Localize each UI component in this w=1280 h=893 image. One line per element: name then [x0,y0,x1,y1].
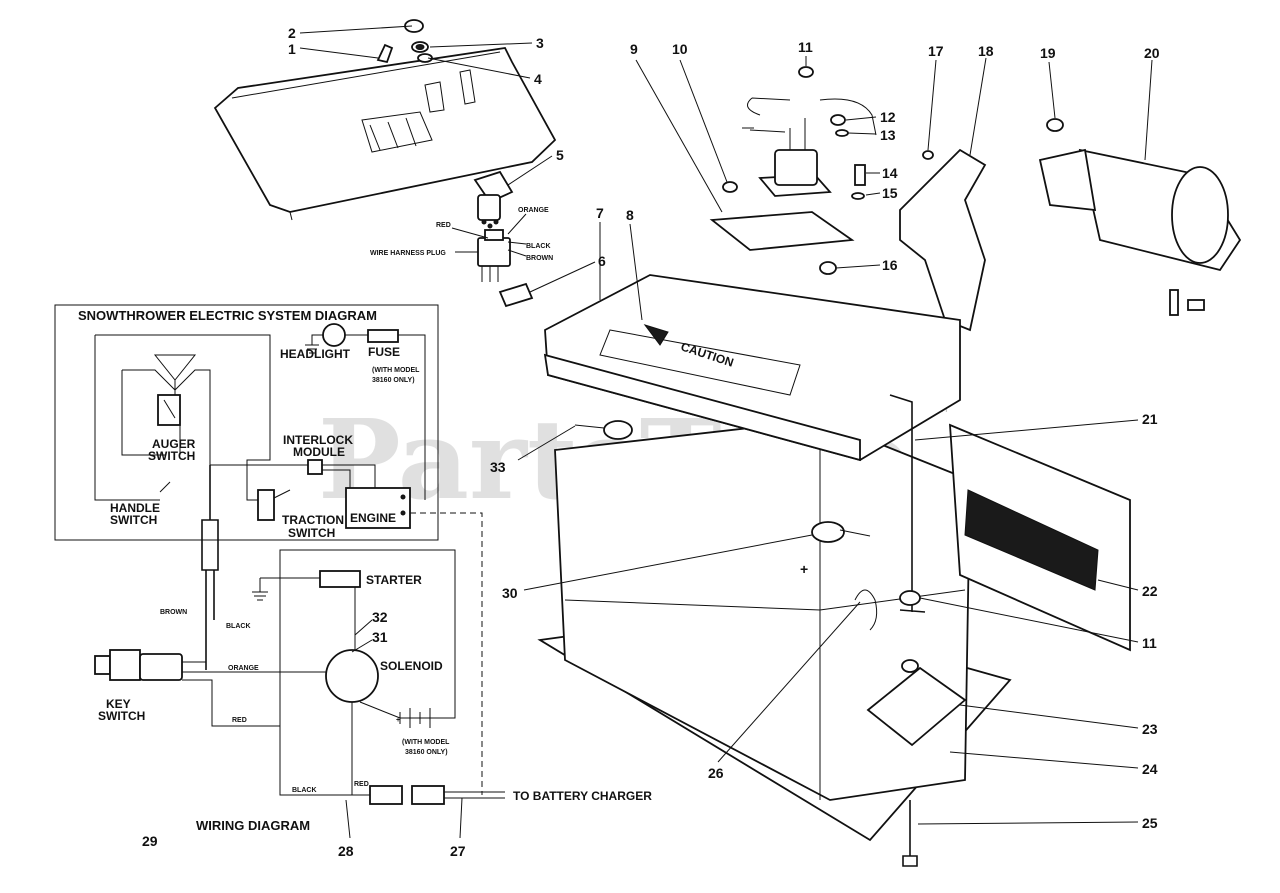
callout-numbers: 1 2 3 4 5 6 7 8 9 10 11 12 13 14 15 16 1… [142,25,1160,859]
callout-6: 6 [598,253,606,269]
callout-19: 19 [1040,45,1056,61]
callout-13: 13 [880,127,896,143]
solenoid-assembly [709,66,877,275]
callout-10: 10 [672,41,688,57]
plug-harness-label: WIRE HARNESS PLUG [370,250,446,257]
solenoid-label: SOLENOID [380,659,443,673]
battery-plus: + [396,717,400,724]
auger-label-2: SWITCH [148,449,195,463]
wire-brown-label: BROWN [160,609,187,616]
plug-red-label: RED [436,222,451,229]
callout-17: 17 [928,43,944,59]
leader-lines [299,25,1153,839]
wire-harness-plug: RED ORANGE BLACK BROWN WIRE HARNESS PLUG [370,207,553,282]
auger-label-1: AUGER [152,437,196,451]
handle-label-1: HANDLE [110,501,160,515]
wire-orange-label: ORANGE [228,665,259,672]
headlight-label: HEADLIGHT [280,347,351,361]
callout-29: 29 [142,833,158,849]
callout-1: 1 [288,41,296,57]
callout-30: 30 [502,585,518,601]
callout-33: 33 [490,459,506,475]
callout-5: 5 [556,147,564,163]
schematic-model-note-1: (WITH MODEL [372,367,420,374]
clip-part [498,282,534,308]
wire-red-label: RED [232,717,247,724]
wire-red2-label: RED [354,781,369,788]
key-switch-part [473,170,514,229]
callout-20: 20 [1144,45,1160,61]
battery-plus-sign: + [800,561,808,577]
wiring-title: WIRING DIAGRAM [196,818,310,833]
callout-16: 16 [882,257,898,273]
callout-26: 26 [708,765,724,781]
callout-3: 3 [536,35,544,51]
interlock-label-2: MODULE [293,445,345,459]
callout-15: 15 [882,185,898,201]
control-panel [213,47,557,221]
wiring-model-note-1: (WITH MODEL [402,739,450,746]
wire-black-label: BLACK [226,623,251,630]
schematic-model-note-2: 38160 ONLY) [372,377,415,384]
traction-label-2: SWITCH [288,526,335,540]
plug-brown-label: BROWN [526,255,553,262]
callout-27: 27 [450,843,466,859]
callout-14: 14 [882,165,898,181]
interlock-label-1: INTERLOCK [283,433,353,447]
callout-28: 28 [338,843,354,859]
callout-4: 4 [534,71,542,87]
callout-11: 11 [798,39,813,55]
callout-18: 18 [978,43,994,59]
fuse-label: FUSE [368,345,400,359]
plug-orange-label: ORANGE [518,207,549,214]
key-switch-label-2: SWITCH [98,709,145,723]
wire-black2-label: BLACK [292,787,317,794]
starter-motor [1038,118,1242,316]
callout-25: 25 [1142,815,1158,831]
key-switch-label-1: KEY [106,697,131,711]
callout-12: 12 [880,109,896,125]
callout-32: 32 [372,609,388,625]
starter-bracket [899,148,987,332]
callout-8: 8 [626,207,634,223]
callout-7: 7 [596,205,604,221]
callout-24: 24 [1142,761,1158,777]
callout-22: 22 [1142,583,1158,599]
callout-21: 21 [1142,411,1158,427]
battery-assembly: + CAUTION [537,274,1131,867]
starter-label: STARTER [366,573,422,587]
callout-9: 9 [630,41,638,57]
schematic-title: SNOWTHROWER ELECTRIC SYSTEM DIAGRAM [78,308,377,323]
engine-label: ENGINE [350,511,396,525]
key-and-clip [376,19,433,64]
wiring-diagram: BROWN BLACK ORANGE RED KEY SWITCH STARTE… [94,465,652,833]
traction-label-1: TRACTION [282,513,344,527]
electric-system-schematic: SNOWTHROWER ELECTRIC SYSTEM DIAGRAM AUGE… [54,304,483,795]
plug-black-label: BLACK [526,243,551,250]
handle-label-2: SWITCH [110,513,157,527]
callout-23: 23 [1142,721,1158,737]
wiring-model-note-2: 38160 ONLY) [405,749,448,756]
callout-11b: 11 [1142,635,1157,651]
charger-label: TO BATTERY CHARGER [513,789,652,803]
callout-2: 2 [288,25,296,41]
callout-31: 31 [372,629,388,645]
